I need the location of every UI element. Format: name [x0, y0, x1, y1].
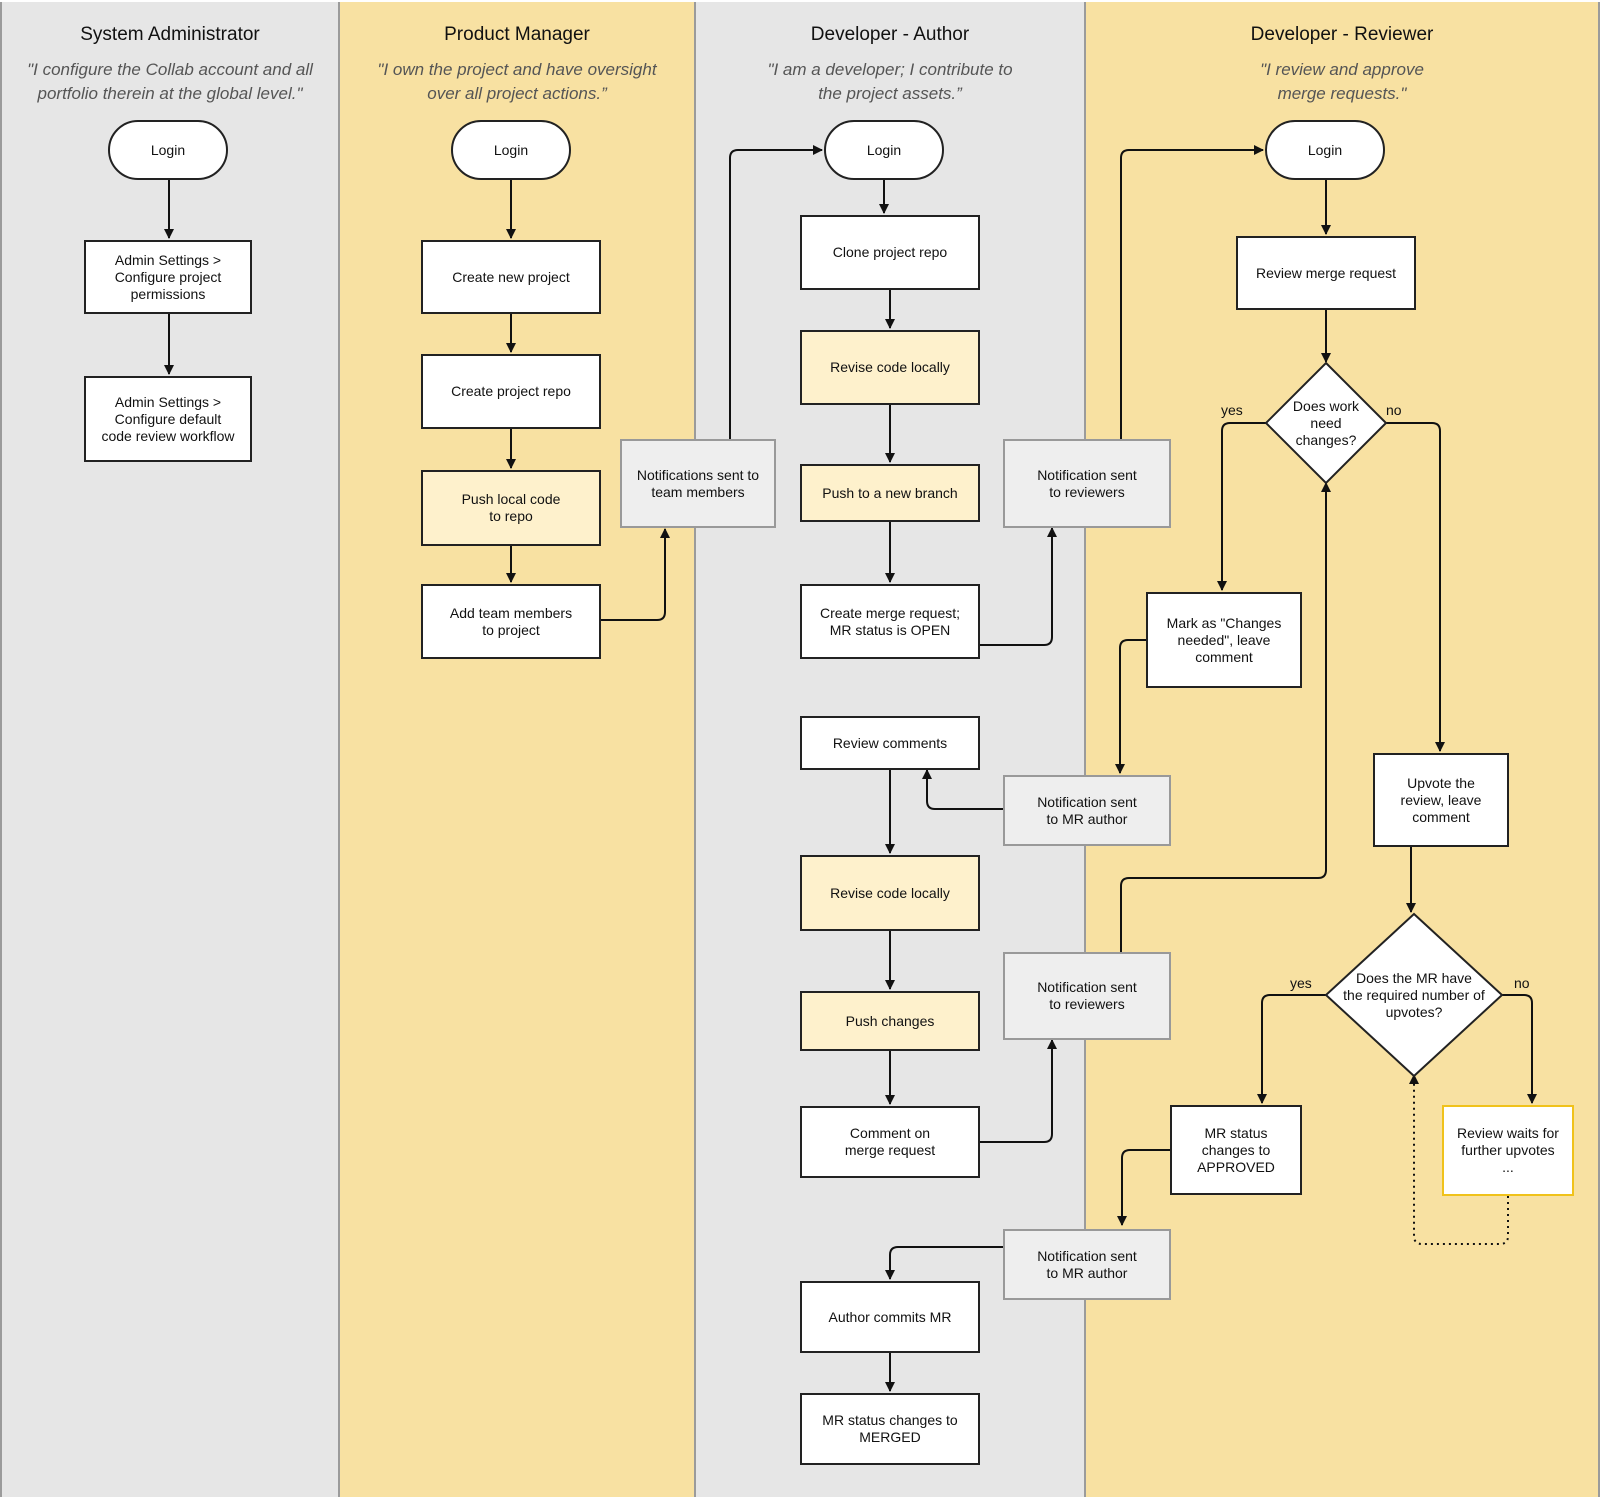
lane-title: System Administrator	[80, 24, 260, 45]
author-clone-repo-node: Clone project repo	[800, 215, 980, 290]
edge-rv-yes-approved	[1257, 994, 1326, 1104]
edge-au-create-notify	[979, 527, 1057, 646]
pm-login-node: Login	[451, 120, 571, 180]
edge-notify-review-comments	[922, 769, 1003, 810]
sa-login-node: Login	[108, 120, 228, 180]
decision-diamond-changes	[1264, 361, 1388, 485]
edge-rv-approved-notify	[1117, 1149, 1170, 1226]
author-create-mr-node: Create merge request;MR status is OPEN	[800, 584, 980, 659]
edge-label-yes: yes	[1290, 975, 1312, 991]
edge-label-yes: yes	[1221, 402, 1243, 418]
lane-title: Developer - Author	[810, 24, 970, 45]
lane-title: Developer - Reviewer	[1250, 24, 1434, 45]
lane-title: Product Manager	[444, 24, 590, 45]
edge-label-no: no	[1514, 975, 1530, 991]
reviewer-review-mr-node: Review merge request	[1236, 236, 1416, 310]
author-commits-mr-node: Author commits MR	[800, 1281, 980, 1353]
pm-create-project-node: Create new project	[421, 240, 601, 314]
edge-notify-author-login	[729, 145, 823, 440]
reviewer-login-node: Login	[1265, 120, 1385, 180]
edge-notify-reviewer-login	[1120, 145, 1264, 440]
edge-rv-wait-loop	[1409, 1074, 1509, 1245]
pm-create-repo-node: Create project repo	[421, 354, 601, 429]
edge-rv-mark-notify	[1115, 639, 1146, 774]
edge-notify-author-commits	[885, 1246, 1003, 1280]
author-push-changes-node: Push changes	[800, 991, 980, 1051]
edge-notify-reviewer-question	[1120, 482, 1331, 952]
edge-rv-yes-mark	[1217, 422, 1266, 591]
author-review-comments-node: Review comments	[800, 716, 980, 770]
edge-label-no: no	[1386, 402, 1402, 418]
edge-rv-no-upvote	[1386, 422, 1445, 752]
author-login-node: Login	[824, 120, 944, 180]
edge-au-comment-notify	[979, 1039, 1057, 1143]
decision-diamond-upvotes	[1324, 912, 1504, 1078]
author-push-branch-node: Push to a new branch	[800, 464, 980, 522]
author-revise-code-node: Revise code locally	[800, 330, 980, 405]
author-revise-code-again-node: Revise code locally	[800, 855, 980, 931]
edge-pm-members-notify	[600, 528, 670, 621]
edge-rv-no-wait	[1502, 994, 1537, 1104]
